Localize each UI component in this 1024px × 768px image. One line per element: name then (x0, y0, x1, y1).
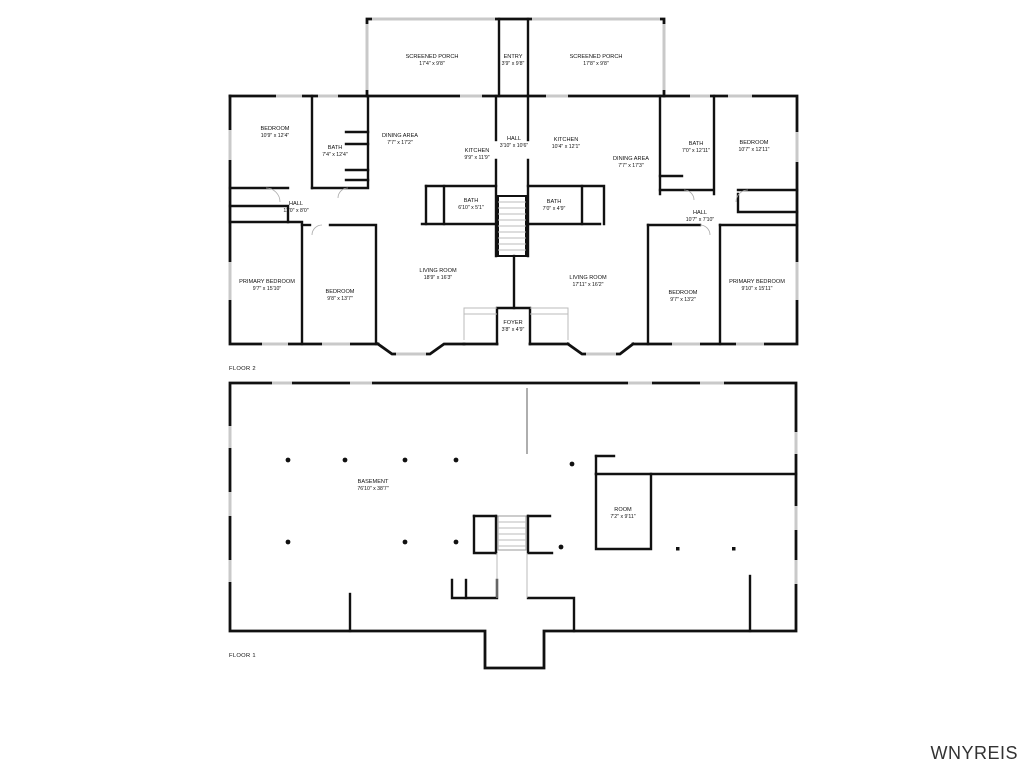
watermark-logo: WNYREIS (930, 743, 1018, 763)
room-dimensions: 9'8" x 13'7" (327, 296, 353, 302)
room-dimensions: 76'10" x 38'7" (357, 486, 388, 492)
room-name: LIVING ROOM (419, 268, 457, 274)
room-dimensions: 7'7" x 17'3" (618, 163, 644, 169)
room-name: PRIMARY BEDROOM (239, 279, 295, 285)
room-name: BATH (689, 141, 704, 147)
room-dimensions: 9'7" x 15'10" (253, 286, 282, 292)
floor-2-exterior-walls (228, 94, 799, 356)
room-name: DINING AREA (382, 133, 418, 139)
room-dimensions: 17'11" x 16'2" (573, 282, 604, 288)
room-dimensions: 10'4" x 12'1" (552, 144, 581, 150)
room-dimensions: 17'8" x 9'8" (583, 61, 609, 67)
room-name: LIVING ROOM (569, 275, 607, 281)
floor-2-interior-walls-left (228, 94, 498, 346)
room-dimensions: 17'4" x 9'8" (419, 61, 445, 67)
room-name: KITCHEN (554, 137, 579, 143)
room-dimensions: 6'10" x 5'1" (458, 205, 484, 211)
room-dimensions: 10'7" x 12'11" (739, 147, 770, 153)
room-name: BEDROOM (740, 140, 769, 146)
room-dimensions: 7'7" x 17'2" (387, 140, 413, 146)
room-dimensions: 18'9" x 16'3" (424, 275, 453, 281)
floor-1-plan: BASEMENT 76'10" x 38'7" ROOM 7'2" x 9'11… (228, 381, 798, 670)
room-dimensions: 7'0" x 4'9" (543, 206, 566, 212)
room-name: DINING AREA (613, 156, 649, 162)
room-name: ROOM (614, 507, 632, 513)
room-dimensions: 3'9" x 9'8" (502, 61, 525, 67)
room-name: BASEMENT (358, 479, 389, 485)
room-name: SCREENED PORCH (406, 54, 459, 60)
room-dimensions: 3'10" x 10'6" (500, 143, 529, 149)
room-name: BATH (328, 145, 343, 151)
room-dimensions: 3'8" x 4'9" (502, 327, 525, 333)
room-name: BEDROOM (669, 290, 698, 296)
room-dimensions: 11'0" x 8'0" (283, 208, 308, 214)
floor-1-room-labels: BASEMENT 76'10" x 38'7" ROOM 7'2" x 9'11… (357, 479, 635, 520)
floor-1-stairs (497, 515, 527, 551)
floor-2-porch-walls (365, 17, 666, 98)
room-dimensions: 9'9" x 11'9" (464, 155, 489, 161)
floor-2-interior-walls-right (512, 94, 799, 346)
floor-2-plan: SCREENED PORCH 17'4" x 9'8" ENTRY 3'9" x… (228, 17, 799, 372)
room-dimensions: 7'0" x 12'11" (682, 148, 710, 154)
room-name: BEDROOM (261, 126, 290, 132)
room-dimensions: 9'7" x 13'2" (670, 297, 696, 303)
room-name: SCREENED PORCH (570, 54, 623, 60)
floor-label: FLOOR 2 (229, 366, 256, 372)
room-dimensions: 7'2" x 9'11" (610, 514, 635, 520)
floor-1-support-columns (285, 457, 736, 551)
room-dimensions: 9'10" x 15'11" (742, 286, 773, 292)
room-name: FOYER (503, 320, 522, 326)
floor-2-room-labels: SCREENED PORCH 17'4" x 9'8" ENTRY 3'9" x… (239, 54, 785, 333)
room-dimensions: 10'7" x 7'10" (686, 217, 715, 223)
room-name: HALL (693, 210, 707, 216)
room-name: HALL (289, 201, 303, 207)
room-name: BATH (464, 198, 479, 204)
floor-2-foyer (463, 306, 569, 346)
room-name: PRIMARY BEDROOM (729, 279, 785, 285)
floor-label: FLOOR 1 (229, 653, 256, 659)
room-dimensions: 10'9" x 12'4" (261, 133, 290, 139)
floor-1-exterior-walls (228, 381, 798, 670)
floor-2-stairs (497, 195, 527, 257)
room-dimensions: 7'4" x 12'4" (322, 152, 348, 158)
floor-1-interior-walls (348, 388, 798, 633)
room-name: BATH (547, 199, 562, 205)
room-name: ENTRY (504, 54, 523, 60)
room-name: HALL (507, 136, 521, 142)
floor-2-door-markers (265, 187, 749, 236)
room-name: BEDROOM (326, 289, 355, 295)
room-name: KITCHEN (465, 148, 490, 154)
